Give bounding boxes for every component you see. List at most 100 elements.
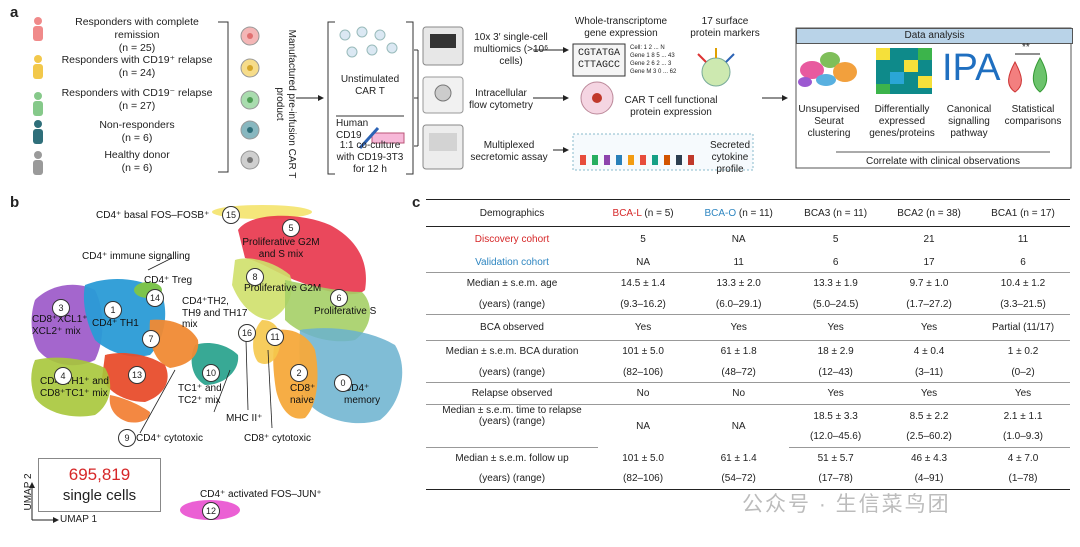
table-cell: (54–72) [688, 469, 790, 490]
assay-multiomics: 10x 3′ single-cell multiomics (>10⁶ cell… [473, 32, 549, 67]
human-cd19-label: Human CD19 [336, 118, 369, 141]
table-cell: 5 [640, 234, 646, 246]
header-bca2: BCA2 (n = 38) [882, 199, 977, 227]
table-cell: NA [598, 252, 689, 273]
table-row: (years) (range) (82–106) (54–72) (17–78)… [426, 469, 1070, 490]
sequence-1: CGTATGA [578, 48, 621, 59]
mini-umap [798, 52, 857, 87]
table-cell: (48–72) [688, 362, 790, 383]
label-cluster-9: CD4⁺ cytotoxic [136, 433, 203, 444]
analysis-deg: Differentially expressed genes/proteins [869, 104, 935, 139]
row-label: Validation cohort [426, 252, 598, 273]
group-healthy-donor: Healthy donor (n = 6) [52, 149, 222, 175]
table-cell: (3.3–21.5) [976, 294, 1070, 315]
row-label-sub: (years) (range) [426, 469, 598, 490]
row-label: BCA observed [426, 314, 598, 341]
table-cell: Yes [882, 314, 977, 341]
group-cd19neg-relapse: Responders with CD19⁻ relapse (n = 27) [52, 87, 222, 113]
panel-a-letter: a [10, 4, 19, 21]
cluster-badge-11: 11 [266, 328, 284, 346]
table-row: Median ± s.e.m. follow up 101 ± 5.0 61 ±… [426, 447, 1070, 469]
table-cell: Yes [882, 382, 977, 405]
cluster-badge-7: 7 [142, 330, 160, 348]
demographics-table: Demographics BCA-L (n = 5) BCA-O (n = 11… [426, 199, 1070, 490]
significance-mark: ** [1022, 42, 1030, 53]
group-non-responders: Non-responders (n = 6) [52, 119, 222, 145]
table-row: Validation cohort NA 11 6 17 6 [426, 252, 1070, 273]
table-cell: 13.3 ± 2.0 [716, 278, 761, 290]
group-n: (n = 24) [118, 67, 156, 79]
table-cell: 5 [832, 234, 839, 246]
panel-b-letter: b [10, 194, 20, 211]
car-protein-label: CAR T cell functional protein expression [624, 95, 718, 118]
matrix-header: Cell: 1 2 ... N [630, 45, 665, 51]
row-label-sub: (years) (range) [478, 416, 546, 427]
cluster-badge-3: 3 [52, 299, 70, 317]
table-cell: 51 ± 5.7 [817, 452, 854, 464]
row-label-sub: (years) (range) [426, 294, 598, 315]
umap-plot [29, 205, 403, 523]
table-cell: 11 [1017, 234, 1029, 246]
group-complete-remission: Responders with complete remission (n = … [52, 16, 222, 55]
label-cluster-8: Proliferative G2M [244, 283, 322, 294]
cytokine-bars [580, 155, 694, 165]
row-label: Relapse observed [426, 382, 598, 405]
row-label: Median ± s.e.m. time to relapse(years) (… [426, 405, 598, 427]
label-cluster-4: CD4⁺TH1⁺ and CD8⁺TC1⁺ mix [40, 376, 109, 399]
cell-count-box: 695,819 single cells [38, 458, 161, 512]
cluster-badge-16: 16 [238, 324, 256, 342]
header-bcal-n: (n = 5) [641, 207, 674, 219]
label-cluster-2: CD8⁺ naive [290, 383, 316, 406]
table-header-row: Demographics BCA-L (n = 5) BCA-O (n = 11… [426, 199, 1070, 227]
table-cell: 101 ± 5.0 [622, 346, 664, 358]
table-cell: 14.5 ± 1.4 [620, 278, 666, 290]
cluster-badge-5: 5 [282, 219, 300, 237]
label-cluster-14a: CD4⁺ immune signalling [82, 251, 191, 262]
table-cell: 4 ± 0.4 [913, 346, 945, 358]
cell-count: 695,819 [68, 465, 131, 484]
transcriptome-label: Whole-transcriptome gene expression [574, 16, 668, 39]
header-bcao-name: BCA-O [704, 207, 737, 219]
correlate-label: Correlate with clinical observations [866, 156, 1020, 167]
matrix-row: Gene 2 6 2 ... 3 [630, 61, 672, 67]
analysis-ipa: Canonical signalling pathway [946, 104, 992, 139]
table-cell: No [598, 382, 689, 405]
table-cell: (0–2) [976, 362, 1070, 383]
group-title: Responders with CD19⁺ relapse [61, 54, 213, 66]
header-demographics: Demographics [426, 199, 598, 227]
cluster-badge-8: 8 [246, 268, 264, 286]
table-cell: Yes [598, 314, 689, 341]
table-cell: 13.3 ± 1.9 [813, 278, 858, 290]
table-cell: NA [731, 234, 746, 246]
table-cell: Yes [789, 314, 883, 341]
cluster-badge-4: 4 [54, 367, 72, 385]
table-row: BCA observed Yes Yes Yes Yes Partial (11… [426, 314, 1070, 341]
header-bca1: BCA1 (n = 17) [976, 199, 1070, 227]
header-bcao: BCA-O (n = 11) [688, 199, 790, 227]
table-cell: 6 [976, 252, 1070, 273]
surface-marker-cell [697, 48, 735, 87]
table-cell: 61 ± 1.8 [720, 346, 757, 358]
sequence-2: CTTAGCC [578, 60, 621, 71]
watermark: 公众号 · 生信菜鸟团 [742, 493, 951, 516]
label-cluster-5: Proliferative G2M and S mix [242, 237, 320, 260]
group-title: Responders with CD19⁻ relapse [61, 87, 213, 99]
car-t-cells [240, 26, 260, 170]
table-row: Median ± s.e.m. BCA duration 101 ± 5.0 6… [426, 341, 1070, 363]
ipa-logo: IPA [942, 47, 1001, 89]
header-bcao-n: (n = 11) [736, 207, 773, 219]
table-row: Median ± s.e.m. time to relapse(years) (… [426, 405, 1070, 432]
cluster-badge-0: 0 [334, 374, 352, 392]
group-cd19pos-relapse: Responders with CD19⁺ relapse (n = 24) [52, 54, 222, 80]
umap-axis-y: UMAP 2 [23, 473, 34, 511]
cluster-badge-2: 2 [290, 364, 308, 382]
table-cell: Yes [688, 314, 790, 341]
table-cell: NA [731, 420, 746, 432]
cluster-badge-13: 13 [128, 366, 146, 384]
table-cell: 8.5 ± 2.2 [909, 410, 949, 422]
table-cell: NA [636, 420, 651, 432]
table-row: Relapse observed No No Yes Yes Yes [426, 382, 1070, 405]
table-cell: 18.5 ± 3.3 [813, 410, 858, 422]
matrix-row: Gene 1 8 5 ... 43 [630, 53, 675, 59]
